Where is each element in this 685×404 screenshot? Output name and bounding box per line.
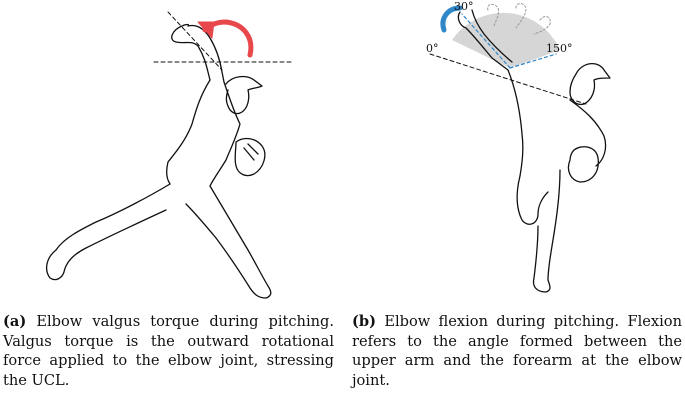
angle-label-0: 0°	[426, 42, 439, 55]
pitcher-b-glove	[567, 146, 599, 183]
caption-a: (a) Elbow valgus torque during pitching.…	[3, 312, 334, 390]
pitcher-b-throwing-arm	[457, 9, 513, 71]
angle-label-30: 30°	[454, 0, 474, 13]
caption-b: (b) Elbow flexion during pitching. Flexi…	[352, 312, 682, 390]
caption-b-label: (b)	[352, 313, 377, 330]
panel-b-illustration	[429, 3, 611, 293]
pitcher-a-head	[225, 75, 263, 115]
pitcher-b-torso	[507, 69, 607, 177]
pitcher-a-front-leg	[45, 183, 171, 281]
ghost-hand-positions	[487, 3, 551, 35]
pitcher-b-back-leg	[532, 169, 561, 293]
flexion-arc	[440, 5, 463, 33]
caption-a-text: Elbow valgus torque during pitching. Val…	[3, 313, 334, 389]
valgus-torque-arrowhead	[197, 21, 215, 39]
angle-guide-30	[461, 13, 511, 69]
panel-a-illustration	[45, 11, 293, 299]
forearm-guide-line	[167, 11, 223, 71]
caption-a-label: (a)	[3, 313, 27, 330]
pitcher-b-head	[569, 63, 611, 106]
pitcher-a-glove	[234, 137, 266, 177]
pitcher-a-torso	[166, 79, 241, 187]
pitcher-a-throwing-arm	[171, 23, 225, 83]
pitcher-a-back-leg	[185, 185, 272, 299]
figure-canvas: 30° 0° 150°	[45, 0, 611, 299]
pitcher-b-front-leg	[516, 175, 549, 225]
angle-guide-150	[509, 53, 557, 69]
caption-b-text: Elbow flexion during pitching. Flexion r…	[352, 313, 682, 389]
angle-label-150: 150°	[546, 42, 573, 55]
upper-arm-guide-line	[429, 53, 587, 105]
